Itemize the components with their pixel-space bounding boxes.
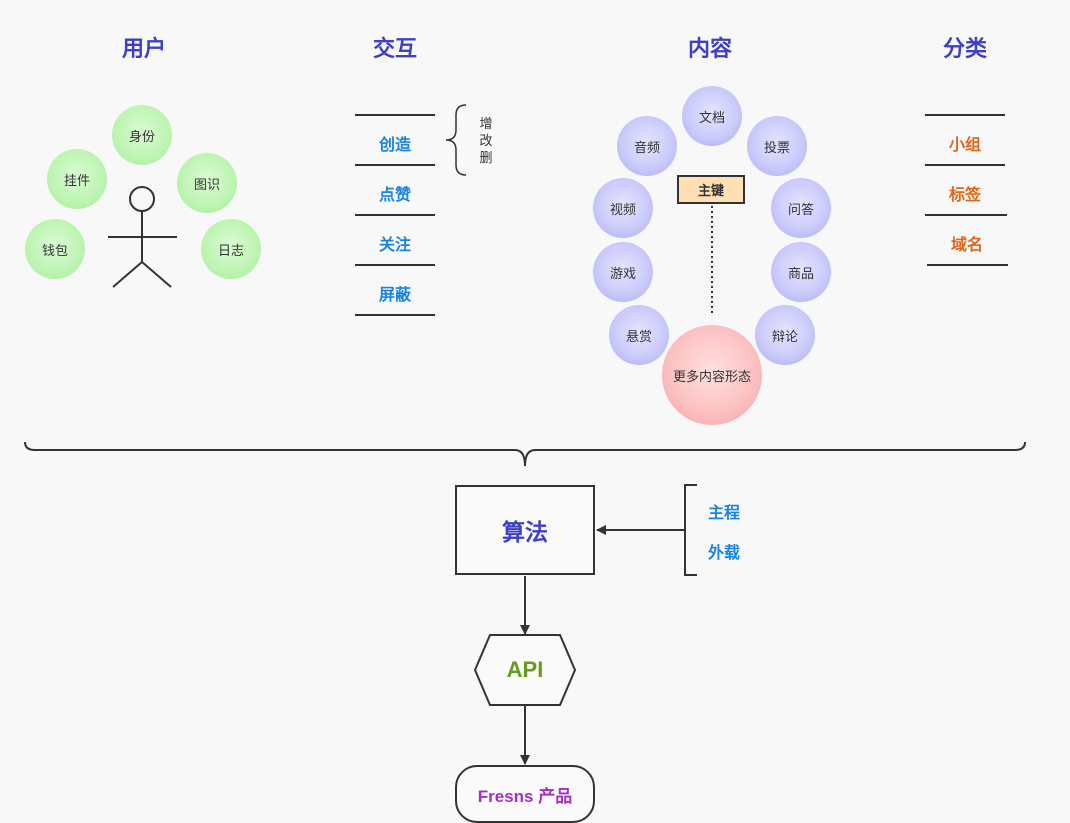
category-divider [925, 164, 1005, 166]
source-external: 外载 [708, 545, 741, 562]
interaction-item-follow: 关注 [378, 237, 411, 254]
header-interaction: 交互 [372, 36, 417, 61]
category-item-tag: 标签 [948, 187, 981, 204]
content-bubble-bounty: 悬赏 [609, 305, 669, 365]
interaction-divider [355, 264, 435, 266]
algorithm-label: 算法 [502, 519, 548, 545]
interaction-item-create: 创造 [378, 137, 411, 154]
big-brace-icon [24, 441, 1026, 467]
category-divider [927, 264, 1008, 266]
header-category: 分类 [942, 36, 987, 61]
product-terminal: Fresns 产品 [455, 765, 595, 823]
note-delete: 删 [479, 150, 493, 165]
interaction-divider [355, 114, 435, 116]
interaction-note: 增 改 删 [478, 115, 494, 166]
content-bubble-video: 视频 [593, 178, 653, 238]
category-item-group: 小组 [948, 137, 981, 154]
user-bubble-wallet: 钱包 [25, 219, 85, 279]
api-label: API [506, 657, 544, 682]
source-bracket-icon [684, 484, 697, 576]
interaction-item-block: 屏蔽 [378, 287, 411, 304]
interaction-divider [355, 214, 435, 216]
category-divider [925, 214, 1007, 216]
user-bubble-avatar: 图识 [177, 153, 237, 213]
user-bubble-widget: 挂件 [47, 149, 107, 209]
content-bubble-doc: 文档 [682, 86, 742, 146]
interaction-item-like: 点赞 [378, 187, 411, 204]
interaction-divider [355, 314, 435, 316]
stick-figure-icon [108, 186, 177, 288]
header-content: 内容 [687, 36, 732, 61]
edit-brace-icon [445, 104, 467, 176]
content-bubble-audio: 音频 [617, 116, 677, 176]
algorithm-box [455, 485, 595, 575]
content-bubble-debate: 辩论 [755, 305, 815, 365]
api-hexagon [473, 634, 577, 706]
header-user: 用户 [121, 36, 166, 61]
user-bubble-log: 日志 [201, 219, 261, 279]
content-key-box: 主键 [677, 175, 745, 204]
note-edit: 改 [479, 133, 493, 148]
category-divider [925, 114, 1005, 116]
content-bubble-game: 游戏 [593, 242, 653, 302]
user-bubble-identity: 身份 [112, 105, 172, 165]
content-bubble-qa: 问答 [771, 178, 831, 238]
content-bubble-vote: 投票 [747, 116, 807, 176]
category-item-domain: 域名 [950, 237, 983, 254]
note-add: 增 [479, 116, 493, 131]
content-bubble-more: 更多内容形态 [662, 325, 762, 425]
interaction-divider [355, 164, 435, 166]
content-bubble-product: 商品 [771, 242, 831, 302]
source-main: 主程 [708, 505, 741, 522]
